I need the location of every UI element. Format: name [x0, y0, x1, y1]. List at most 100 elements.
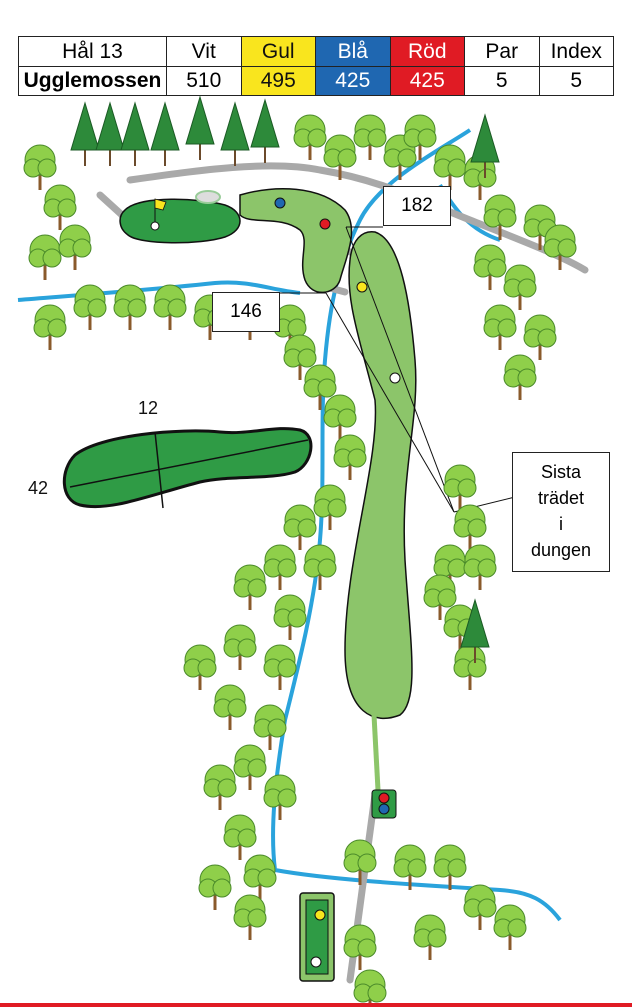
- par-label: Par: [464, 36, 540, 67]
- deciduous-tree-icon: [523, 314, 557, 360]
- course-name: Ugglemossen: [18, 65, 167, 96]
- green: [119, 198, 241, 244]
- deciduous-tree-icon: [213, 684, 247, 730]
- red-tee-dot: [378, 792, 390, 804]
- deciduous-tree-icon: [393, 844, 427, 890]
- deciduous-tree-icon: [483, 304, 517, 350]
- conifer-tree-icon: [250, 98, 280, 163]
- deciduous-tree-icon: [433, 144, 467, 190]
- deciduous-tree-icon: [503, 354, 537, 400]
- deciduous-tree-icon: [303, 364, 337, 410]
- deciduous-tree-icon: [273, 304, 307, 350]
- conifer-tree-icon: [150, 101, 180, 166]
- deciduous-tree-icon: [543, 224, 577, 270]
- conifer-tree-icon: [70, 101, 100, 166]
- deciduous-tree-icon: [413, 914, 447, 960]
- conifer-tree-icon: [120, 101, 150, 166]
- note-line: Sista: [540, 462, 582, 482]
- deciduous-tree-icon: [503, 264, 537, 310]
- deciduous-tree-icon: [293, 114, 327, 160]
- deciduous-tree-icon: [343, 839, 377, 885]
- tee-name-white: Vit: [166, 36, 242, 67]
- deciduous-tree-icon: [463, 884, 497, 930]
- deciduous-tree-icon: [493, 904, 527, 950]
- distance-marker-146: 146: [212, 292, 280, 332]
- deciduous-tree-icon: [153, 284, 187, 330]
- par-value: 5: [464, 65, 540, 96]
- deciduous-tree-icon: [403, 114, 437, 160]
- deciduous-tree-icon: [183, 644, 217, 690]
- deciduous-tree-icon: [243, 854, 277, 900]
- deciduous-tree-icon: [203, 764, 237, 810]
- deciduous-tree-icon: [283, 334, 317, 380]
- deciduous-tree-icon: [283, 504, 317, 550]
- hole-number: Hål 13: [18, 36, 167, 67]
- deciduous-tree-icon: [223, 624, 257, 670]
- deciduous-tree-icon: [43, 184, 77, 230]
- tee-length-yellow: 495: [240, 65, 316, 96]
- deciduous-tree-icon: [198, 864, 232, 910]
- fairway-approach: [239, 188, 353, 294]
- aim-point-note: Sista trädet i dungen: [512, 452, 610, 572]
- tee-length-red: 425: [389, 65, 465, 96]
- blue-tee-marker: [274, 197, 286, 209]
- distance-marker-182: 182: [383, 186, 451, 226]
- yellow-tee-dot: [314, 909, 326, 921]
- deciduous-tree-icon: [73, 284, 107, 330]
- aim-lines: [278, 226, 516, 513]
- deciduous-tree-icon: [353, 114, 387, 160]
- index-value: 5: [538, 65, 614, 96]
- tee-name-red: Röd: [389, 36, 465, 67]
- deciduous-tree-icon: [263, 544, 297, 590]
- deciduous-tree-icon: [28, 234, 62, 280]
- deciduous-tree-icon: [253, 704, 287, 750]
- deciduous-tree-icon: [343, 924, 377, 970]
- conifer-tree-icon: [460, 598, 490, 663]
- yellow-tee-marker: [356, 281, 368, 293]
- note-line: dungen: [530, 540, 592, 560]
- conifer-tree-icon: [470, 113, 500, 178]
- bottom-accent-line: [0, 1003, 632, 1007]
- deciduous-tree-icon: [453, 644, 487, 690]
- deciduous-tree-icon: [303, 544, 337, 590]
- deciduous-tree-icon: [263, 774, 297, 820]
- deciduous-tree-icon: [23, 144, 57, 190]
- deciduous-tree-icon: [473, 244, 507, 290]
- tee-name-yellow: Gul: [240, 36, 316, 67]
- deciduous-tree-icon: [443, 464, 477, 510]
- tee-length-white: 510: [166, 65, 242, 96]
- deciduous-tree-icon: [433, 844, 467, 890]
- deciduous-tree-icon: [233, 894, 267, 940]
- deciduous-tree-icon: [353, 969, 387, 1007]
- deciduous-tree-icon: [463, 544, 497, 590]
- white-tee-marker: [389, 372, 401, 384]
- deciduous-tree-icon: [333, 434, 367, 480]
- white-tee-dot: [310, 956, 322, 968]
- tee-runway: [371, 714, 381, 791]
- deciduous-tree-icon: [233, 744, 267, 790]
- conifer-tree-icon: [220, 101, 250, 166]
- deciduous-tree-icon: [423, 574, 457, 620]
- flag-icon: [150, 198, 167, 231]
- deciduous-tree-icon: [233, 564, 267, 610]
- note-line: i: [559, 514, 563, 534]
- blue-tee-dot: [378, 803, 390, 815]
- deciduous-tree-icon: [273, 594, 307, 640]
- green-dimensions: [69, 431, 309, 509]
- trees: [23, 95, 577, 1007]
- deciduous-tree-icon: [453, 504, 487, 550]
- pond: [195, 190, 221, 204]
- green-depth-label: 12: [138, 398, 159, 418]
- green-width-label: 42: [28, 478, 49, 498]
- fairway: [344, 231, 417, 719]
- deciduous-tree-icon: [523, 204, 557, 250]
- red-tee-marker: [319, 218, 331, 230]
- conifer-tree-icon: [95, 101, 125, 166]
- deciduous-tree-icon: [58, 224, 92, 270]
- deciduous-tree-icon: [313, 484, 347, 530]
- tee-length-blue: 425: [315, 65, 391, 96]
- deciduous-tree-icon: [323, 394, 357, 440]
- deciduous-tree-icon: [223, 814, 257, 860]
- deciduous-tree-icon: [323, 134, 357, 180]
